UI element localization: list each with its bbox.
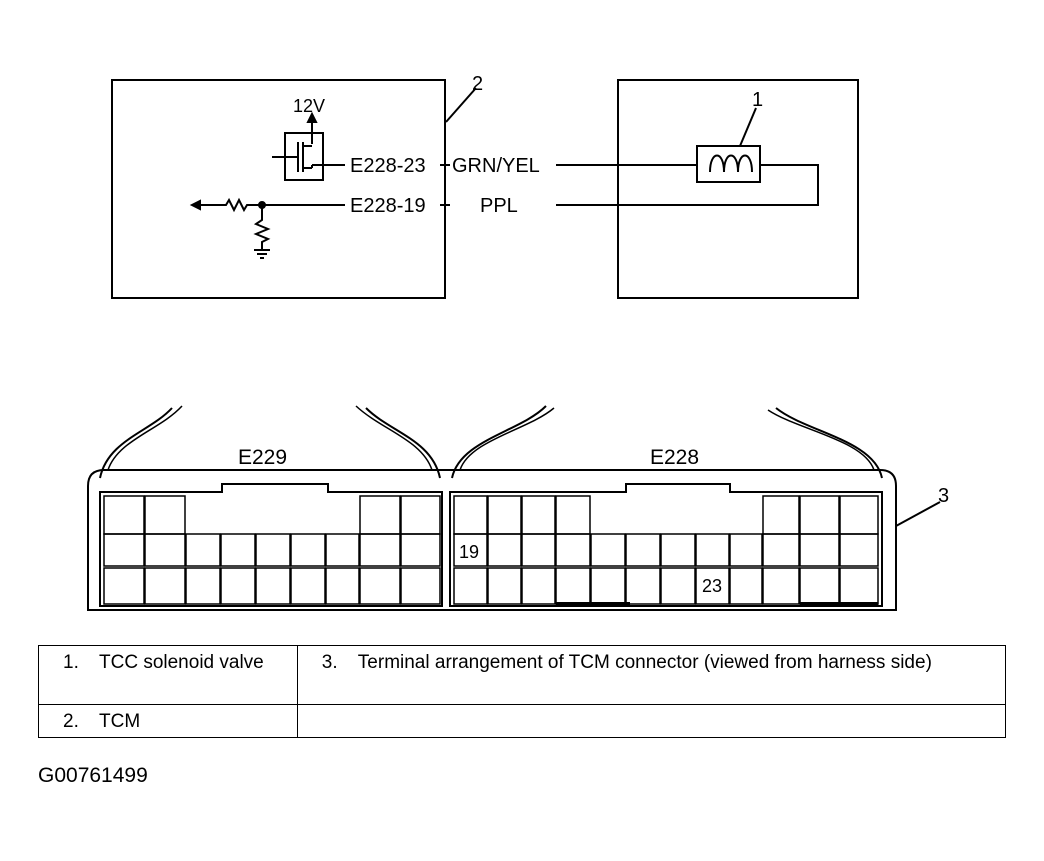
connector-cavity — [590, 567, 626, 605]
connector-cavity — [555, 567, 591, 605]
connector-cavity — [400, 495, 441, 535]
legend-item-3: 3. Terminal arrangement of TCM connector… — [296, 645, 1007, 705]
coil-symbol — [696, 145, 761, 183]
connector-cavity — [839, 495, 879, 535]
connector-cavity — [325, 567, 360, 605]
callout-3: 3 — [938, 485, 949, 507]
legend-item-2: 2. TCM — [38, 704, 298, 738]
connector-cavity — [400, 533, 441, 567]
connector-cavity — [453, 533, 488, 567]
legend-item-3-text: Terminal arrangement of TCM connector (v… — [357, 652, 932, 673]
pin-e228-23-label: E228-23 — [350, 155, 426, 177]
connector-cavity — [762, 533, 800, 567]
connector-cavity — [144, 495, 186, 535]
wire-ppl-label: PPL — [480, 195, 518, 217]
solenoid-box — [617, 79, 859, 299]
connector-cavity — [695, 533, 730, 567]
connector-cavity — [660, 533, 696, 567]
harness-brace-e228 — [451, 405, 883, 479]
connector-cavity — [487, 533, 522, 567]
callout-2: 2 — [472, 73, 483, 95]
wire-return — [556, 164, 819, 206]
connector-cavity — [799, 533, 840, 567]
supply-arrow — [306, 111, 318, 123]
connector-cavity — [521, 533, 556, 567]
connector-cavity — [220, 533, 256, 567]
connector-cavity — [660, 567, 696, 605]
tcm-box — [111, 79, 446, 299]
connector-cavity — [359, 495, 401, 535]
connector-cavity — [255, 533, 291, 567]
leader-1 — [739, 107, 757, 147]
connector-cavity — [400, 567, 441, 605]
leader-3 — [895, 501, 941, 527]
connector-cavity — [729, 567, 763, 605]
ground-icon — [254, 249, 270, 259]
harness-brace-e229 — [99, 405, 441, 479]
legend-item-1: 1. TCC solenoid valve — [38, 645, 298, 705]
connector-cavities — [103, 495, 879, 606]
connector-cavity — [144, 533, 186, 567]
legend-item-1-number: 1. — [63, 652, 79, 673]
connector-cavity — [521, 495, 556, 535]
wire-grn-yel-label: GRN/YEL — [452, 155, 540, 177]
connector-cavity — [487, 567, 522, 605]
connector-cavity — [555, 495, 591, 535]
connector-cavity — [799, 567, 840, 605]
connector-cavity — [625, 567, 661, 605]
connector-cavity — [359, 567, 401, 605]
supply-voltage-label: 12V — [293, 96, 325, 116]
connector-cavity — [325, 533, 360, 567]
connector-cavity — [103, 567, 145, 605]
connector-cavity — [555, 533, 591, 567]
connector-cavity — [255, 567, 291, 605]
connector-cavity — [762, 495, 800, 535]
connector-cavity — [103, 533, 145, 567]
connector-e228-label: E228 — [650, 446, 699, 469]
connector-e228-body — [449, 483, 883, 607]
legend-empty-cell — [296, 704, 1007, 738]
resistor-ground — [253, 205, 271, 250]
connector-cavity — [359, 533, 401, 567]
legend-item-2-text: TCM — [99, 711, 141, 732]
connector-housing — [87, 469, 897, 611]
transistor-symbol — [272, 118, 345, 181]
connector-cavity — [103, 495, 145, 535]
connector-cavity — [290, 567, 326, 605]
terminal-23-label: 23 — [702, 576, 722, 596]
connector-cavity — [695, 567, 730, 605]
connector-cavity — [185, 533, 221, 567]
junction-dot — [258, 201, 266, 209]
connector-cavity — [453, 495, 488, 535]
connector-cavity — [762, 567, 800, 605]
connector-cavity — [799, 495, 840, 535]
resistor-series — [200, 197, 262, 213]
figure-code: G00761499 — [38, 764, 148, 787]
pin-e228-19-label: E228-19 — [350, 195, 426, 217]
leader-2 — [445, 87, 477, 123]
terminal-19-label: 19 — [459, 542, 479, 562]
connector-cavity — [290, 533, 326, 567]
connector-cavity — [729, 533, 763, 567]
callout-1: 1 — [752, 89, 763, 111]
legend-table: 1. TCC solenoid valve 3. Terminal arrang… — [38, 645, 1007, 738]
wiring-diagram: 12V E228-23 E228-19 GRN/YEL PPL 2 1 E229… — [87, 73, 949, 611]
connector-cavity — [185, 567, 221, 605]
connector-cavity — [487, 495, 522, 535]
connector-cavity — [839, 567, 879, 605]
legend-item-3-number: 3. — [321, 652, 338, 673]
connector-cavity — [625, 533, 661, 567]
connector-cavity — [220, 567, 256, 605]
output-arrow — [189, 199, 201, 211]
connector-e229-label: E229 — [238, 446, 287, 469]
connector-cavity — [521, 567, 556, 605]
connector-cavity — [590, 533, 626, 567]
connector-cavity — [144, 567, 186, 605]
legend-item-2-number: 2. — [63, 711, 79, 732]
connector-e229-body — [99, 483, 443, 607]
legend-item-1-text: TCC solenoid valve — [99, 652, 264, 673]
connector-cavity — [839, 533, 879, 567]
connector-cavity — [453, 567, 488, 605]
